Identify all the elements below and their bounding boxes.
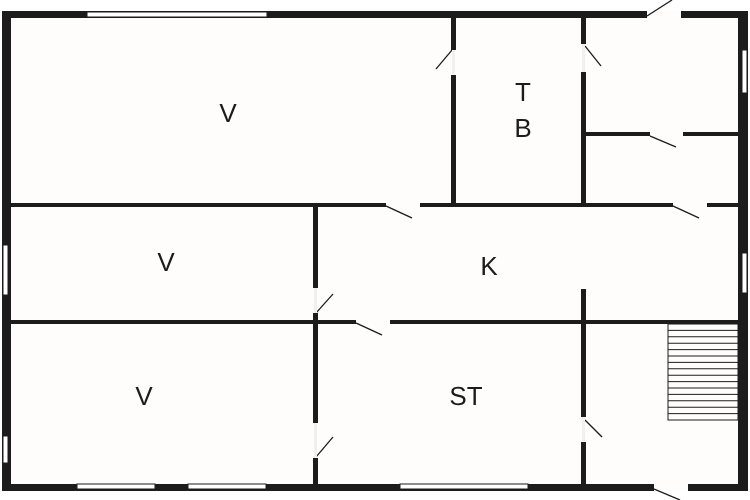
room-label-middle-left: V	[157, 247, 175, 277]
interior-walls	[8, 16, 740, 486]
room-label-top-left: V	[219, 98, 237, 128]
door-swing-kitchen-right	[672, 205, 700, 219]
room-label-bathroom-b: B	[514, 113, 531, 143]
window-left-middle	[2, 244, 9, 296]
door-swing-middle-left-room	[315, 293, 334, 314]
door-swing-stairwell	[584, 419, 603, 438]
stairs	[667, 323, 739, 421]
door-swing-small-room	[649, 135, 677, 148]
windows	[2, 11, 748, 490]
window-right-middle	[741, 252, 748, 294]
window-bottom-3	[399, 483, 529, 490]
exterior-door-gaps	[647, 11, 688, 491]
window-right-top	[741, 49, 748, 94]
door-swing-bathroom-left	[435, 49, 453, 70]
door-swings	[315, 0, 700, 500]
room-label-bottom-left: V	[135, 381, 153, 411]
door-swing-living-top	[355, 322, 383, 336]
door-swing-entry-top	[646, 0, 673, 17]
door-swing-entry-bottom	[653, 488, 681, 500]
door-swing-kitchen-left	[385, 205, 413, 219]
window-bottom-1	[76, 483, 156, 490]
door-swing-bottom-left-room	[315, 436, 334, 458]
door-openings	[314, 44, 585, 458]
room-label-bathroom-t: T	[515, 77, 531, 107]
door-swing-bathroom-right	[584, 45, 602, 67]
window-bottom-2	[187, 483, 267, 490]
window-left-bottom	[2, 435, 9, 464]
floor-area	[8, 14, 742, 488]
room-label-living: ST	[449, 381, 482, 411]
room-label-kitchen: K	[480, 251, 498, 281]
window-top	[86, 11, 268, 18]
